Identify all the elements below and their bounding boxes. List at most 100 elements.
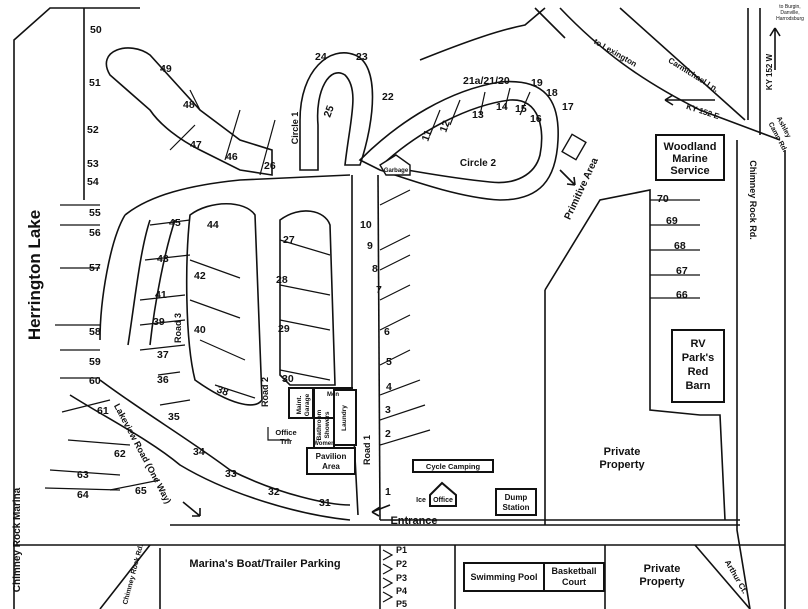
svg-text:Property: Property [599,459,645,471]
site-spurs [44,87,700,491]
svg-text:Marine: Marine [672,153,707,165]
site-65: 65 [135,485,147,497]
site-14: 14 [496,101,508,113]
svg-text:Ice: Ice [416,497,426,504]
site-41: 41 [155,289,167,301]
site-35: 35 [168,411,180,423]
site-28: 28 [276,274,288,286]
svg-text:P4: P4 [396,586,407,596]
svg-text:P5: P5 [396,599,407,609]
campsite-numbers: 1 2 3 4 5 6 7 8 9 10 11 12 13 14 15 16 1… [77,24,688,509]
primitive-area-label: Primitive Area [563,156,601,222]
circle1-label: Circle 1 [290,112,300,145]
woodland-label: Woodland [664,141,717,153]
site-32: 32 [268,486,280,498]
site-26: 26 [264,160,276,172]
site-63: 63 [77,469,89,481]
site-37: 37 [157,349,169,361]
site-38: 38 [215,384,230,399]
site-47: 47 [190,139,202,151]
site-7: 7 [376,284,382,296]
site-1: 1 [385,486,391,498]
svg-text:Station: Station [502,503,529,512]
site-21a-21-20: 21a/21/20 [463,75,510,87]
svg-text:Red: Red [688,366,709,378]
svg-text:P2: P2 [396,559,407,569]
site-62: 62 [114,448,126,460]
swimming-pool-box: Swimming Pool Basketball Court [463,562,605,592]
cycle-camping-box: Cycle Camping [412,459,494,473]
marina-label: Chimney Rock Marina [12,487,23,592]
svg-text:RV: RV [690,338,706,350]
svg-text:Dump: Dump [505,493,528,502]
svg-text:Private: Private [604,446,641,458]
svg-text:Harrodsburg: Harrodsburg [776,16,804,22]
svg-text:Cycle Camping: Cycle Camping [426,462,481,471]
site-6: 6 [384,326,390,338]
svg-text:Men: Men [327,392,339,398]
site-23: 23 [356,51,368,63]
site-43: 43 [157,253,169,265]
site-56: 56 [89,227,101,239]
svg-text:Maint.: Maint. [296,395,303,414]
ky152w-label: KY 152 W [765,53,774,90]
parking-spots: P1 P2 P3 P4 P5 [382,545,407,609]
site-8: 8 [372,263,378,275]
road-network [13,7,786,609]
site-11: 11 [420,128,435,143]
chimney-rock-rd-short-label: Chimney Rock Rd. [122,544,145,606]
site-39: 39 [153,316,165,328]
site-19: 19 [531,77,543,89]
site-4: 4 [386,381,392,393]
site-15: 15 [515,103,527,115]
svg-text:Bathroom: Bathroom [316,409,323,440]
site-10: 10 [360,219,372,231]
site-17: 17 [562,101,574,113]
svg-text:Trlr: Trlr [280,437,292,446]
svg-text:Private: Private [644,563,681,575]
site-55: 55 [89,207,101,219]
svg-text:Showers: Showers [324,411,331,438]
road2-label: Road 2 [260,377,270,407]
svg-text:Service: Service [670,165,709,177]
site-30: 30 [282,373,294,385]
carmichael-label: Carmichael Ln. [667,56,720,94]
road1-label: Road 1 [362,435,372,465]
site-66: 66 [676,289,688,301]
svg-text:P1: P1 [396,545,407,555]
site-60: 60 [89,375,101,387]
site-42: 42 [194,270,206,282]
site-18: 18 [546,87,558,99]
lexington-label: to Lexington [592,37,638,69]
site-59: 59 [89,356,101,368]
road3-label: Road 3 [173,313,183,343]
office-box: Office Ice [416,481,457,507]
svg-text:Area: Area [322,462,340,471]
ky152e-label: KY 152 E [685,102,721,121]
site-3: 3 [385,404,391,416]
site-70: 70 [657,193,669,205]
site-52: 52 [87,124,99,136]
svg-text:Office: Office [275,428,296,437]
svg-text:P3: P3 [396,573,407,583]
site-45: 45 [169,217,181,229]
svg-text:Women: Women [313,441,335,447]
svg-text:Swimming Pool: Swimming Pool [470,572,537,582]
svg-text:Basketball: Basketball [551,566,596,576]
svg-text:Pavilion: Pavilion [316,452,347,461]
svg-text:Barn: Barn [685,380,710,392]
svg-text:to Burgin,: to Burgin, [779,4,800,10]
site-54: 54 [87,176,99,188]
site-64: 64 [77,489,89,501]
site-46: 46 [226,151,238,163]
svg-text:Property: Property [639,576,685,588]
boat-parking-label: Marina's Boat/Trailer Parking [189,558,340,570]
site-13: 13 [472,109,484,121]
rv-red-barn-box: RV Park's Red Barn [671,329,725,403]
site-22: 22 [382,91,394,103]
site-16: 16 [530,113,542,125]
site-12: 12 [438,119,453,134]
site-9: 9 [367,240,373,252]
site-5: 5 [386,356,392,368]
